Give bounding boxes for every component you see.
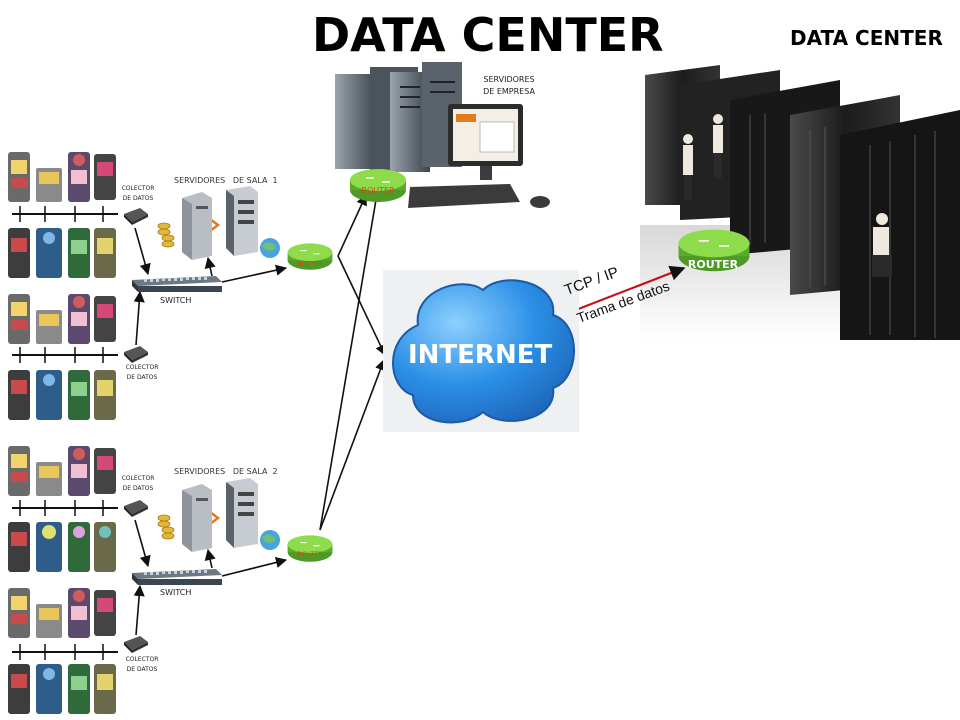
collector-label-2: COLECTOR DE DATOS	[125, 364, 159, 381]
internet-label: INTERNET	[408, 340, 553, 370]
internet-cloud	[383, 270, 579, 432]
data-collector-icon	[124, 500, 148, 517]
slot-machines-group-4	[8, 588, 116, 714]
enterprise-servers-label: SERVIDORES DE EMPRESA	[483, 75, 535, 96]
switch-label-1: SWITCH	[160, 296, 192, 305]
collector-label-1: COLECTOR DE DATOS	[121, 185, 155, 202]
slot-machines-group-2	[8, 294, 116, 420]
router-icon	[287, 243, 333, 270]
network-switch-icon	[132, 569, 222, 585]
collector-label-3: COLECTOR DE DATOS	[121, 475, 155, 492]
room-servers-label-2: SERVIDORES DE SALA 2	[174, 467, 278, 476]
datacenter-label: DATA CENTER	[790, 26, 943, 50]
router-label-sala-2: ROUTER	[297, 551, 323, 558]
switch-label-2: SWITCH	[160, 588, 192, 597]
room-servers-image-2	[157, 478, 280, 552]
data-collector-icon	[124, 208, 148, 225]
router-label-sala-1: ROUTER	[297, 261, 323, 268]
router-icon	[287, 535, 333, 562]
room-servers-label-1: SERVIDORES DE SALA 1	[174, 176, 278, 185]
data-collector-icon	[124, 636, 148, 653]
slot-machines-group-1	[8, 152, 116, 278]
router-label-empresa: ROUTER	[361, 186, 395, 195]
router-label-datacenter: ROUTER	[687, 258, 739, 271]
network-switch-icon	[132, 276, 222, 292]
router-icon	[678, 229, 750, 272]
room-servers-image-1	[157, 186, 280, 260]
data-collector-icon	[124, 346, 148, 363]
router-icon	[350, 169, 406, 202]
slot-machines-group-3	[8, 446, 116, 572]
enterprise-servers-image	[335, 62, 550, 208]
collector-label-4: COLECTOR DE DATOS	[125, 656, 159, 673]
datacenter-photo	[640, 65, 960, 340]
main-title: DATA CENTER	[312, 8, 664, 62]
